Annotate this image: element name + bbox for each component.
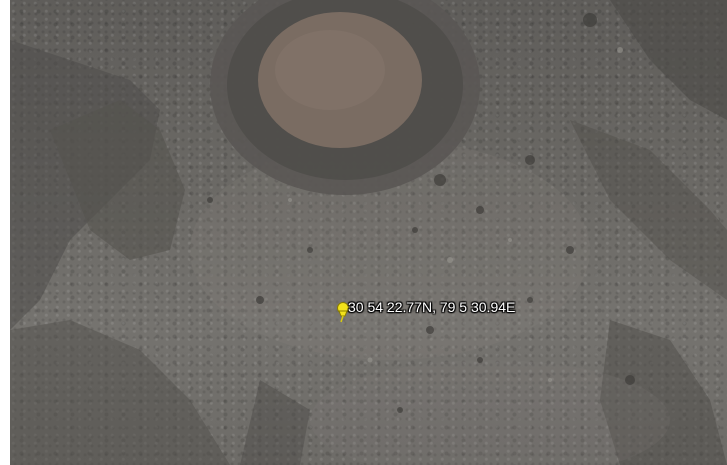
- terrain-features: [10, 0, 727, 465]
- placemark-pushpin-icon[interactable]: [334, 301, 352, 323]
- satellite-terrain[interactable]: [10, 0, 727, 465]
- placemark-label[interactable]: 30 54 22.77N, 79 5 30.94E: [348, 299, 516, 315]
